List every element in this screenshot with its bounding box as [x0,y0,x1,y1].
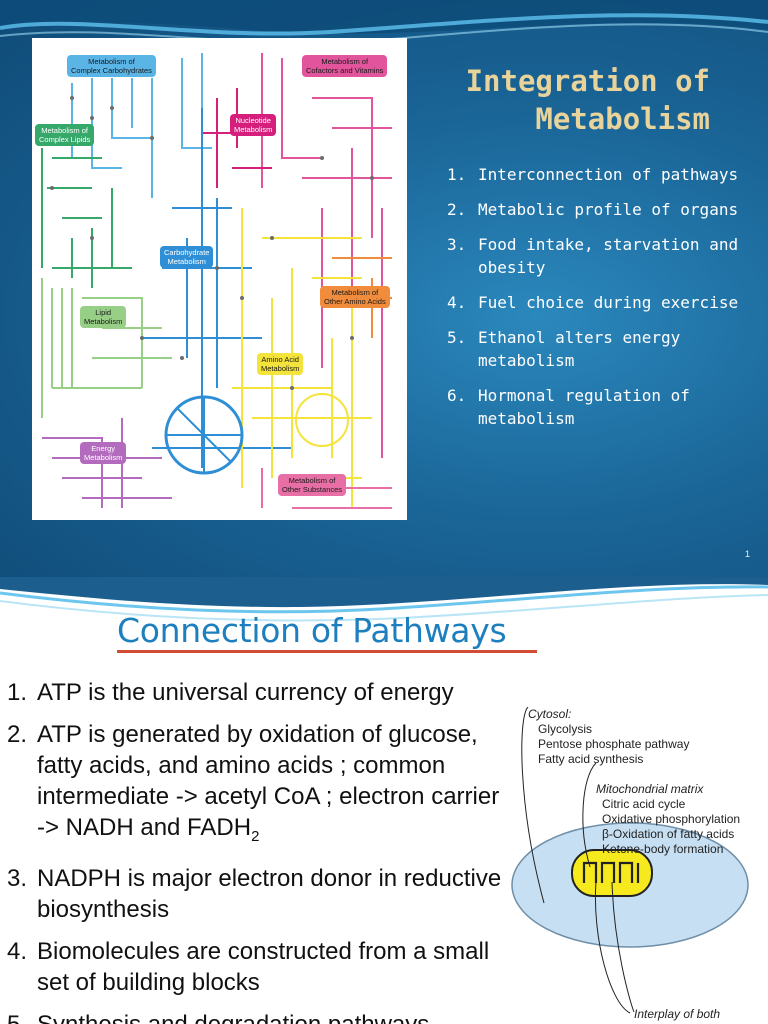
label-amino-acid: Amino Acid Metabolism [257,353,304,375]
point-number: 3. [7,864,28,892]
slide-number: 1 [744,549,750,559]
title-line-1: Integration of [465,64,710,98]
topic-text: Ethanol alters energy metabolism [478,328,681,370]
point-item: 2. ATP is generated by oxidation of gluco… [7,719,507,852]
mito-item: Citric acid cycle [602,797,686,811]
metabolic-pathways-map: Metabolism of Complex Carbohydrates Meta… [32,38,407,520]
point-text: ATP is generated by oxidation of glucose… [37,721,500,841]
cytosol-item: Fatty acid synthesis [538,752,644,766]
point-text: Biomolecules are constructed from a smal… [37,937,490,996]
topic-number: 5. [447,328,467,347]
title-line-2: Metabolism [535,102,710,136]
point-number: 5. [7,1009,37,1024]
slide-1-title: Integration of Metabolism [466,62,710,138]
label-other-amino-acids: Metabolism of Other Amino Acids [320,286,390,308]
topic-number: 6. [447,386,467,405]
point-text: ATP is the universal currency of energy [37,679,454,706]
cytosol-header: Cytosol: [528,707,572,721]
topic-number: 2. [447,200,467,219]
cell-drawing [511,707,749,1014]
topics-list: 1. Interconnection of pathways 2. Metaboli… [447,163,767,442]
topic-item: 4. Fuel choice during exercise [447,291,767,314]
label-lipid: Lipid Metabolism [80,306,127,328]
topic-item: 3. Food intake, starvation and obesity [447,233,767,279]
topic-item: 2. Metabolic profile of organs [447,198,767,221]
slide-2-wave-decoration [0,577,768,622]
topic-text: Fuel choice during exercise [478,293,739,312]
point-item: 1. ATP is the universal currency of energ… [7,677,507,708]
title-underline [117,650,537,653]
point-item: 5.Synthesis and degradation pathways [7,1009,507,1024]
topic-number: 3. [447,235,467,254]
mito-header: Mitochondrial matrix [596,782,704,796]
label-nucleotide: Nucleotide Metabolism [230,114,277,136]
label-carbohydrate: Carbohydrate Metabolism [160,246,214,268]
topic-number: 4. [447,293,467,312]
slide-2: Connection of Pathways 1. ATP is the univ… [0,577,768,1024]
point-item: 4. Biomolecules are constructed from a sm… [7,936,507,998]
point-number: 1. [7,679,28,706]
topic-number: 1. [447,165,467,184]
mito-item: β-Oxidation of fatty acids [602,827,735,841]
point-text-with-subscript: ATP is generated by oxidation of glucose… [37,719,507,852]
label-other-substances: Metabolism of Other Substances [278,474,347,496]
topic-item: 6. Hormonal regulation of metabolism [447,384,767,430]
points-list: 1. ATP is the universal currency of energ… [7,677,507,1024]
topic-item: 1. Interconnection of pathways [447,163,767,186]
topic-item: 5. Ethanol alters energy metabolism [447,326,767,372]
slide-2-title: Connection of Pathways [117,611,507,650]
point-number: 4. [7,937,28,965]
mito-item: Oxidative phosphorylation [602,812,741,826]
topic-text: Metabolic profile of organs [478,200,739,219]
cytosol-item: Glycolysis [538,722,593,736]
point-number: 2. [7,721,28,748]
label-complex-lipids: Metabolism of Complex Lipids [35,124,95,146]
mitochondrion [571,849,653,897]
point-text: NADPH is major electron donor in reducti… [37,864,502,923]
slide-1: Metabolism of Complex Carbohydrates Meta… [0,0,768,577]
topic-text: Hormonal regulation of metabolism [478,386,690,428]
label-energy: Energy Metabolism [80,442,127,464]
point-item: 3. NADPH is major electron donor in reduc… [7,863,507,925]
label-cofactors-vitamins: Metabolism of Cofactors and Vitamins [302,55,388,77]
cytosol-item: Pentose phosphate pathway [538,737,690,751]
interplay-label: Interplay of both [634,1007,721,1021]
point-text: Synthesis and degradation pathways [37,1009,429,1024]
slide-1-wave-decoration [0,0,768,44]
topic-text: Food intake, starvation and obesity [478,235,739,277]
topic-text: Interconnection of pathways [478,165,739,184]
mito-item: Ketone-body formation [602,842,724,856]
subscript: 2 [251,827,260,845]
label-complex-carbohydrates: Metabolism of Complex Carbohydrates [67,55,156,77]
